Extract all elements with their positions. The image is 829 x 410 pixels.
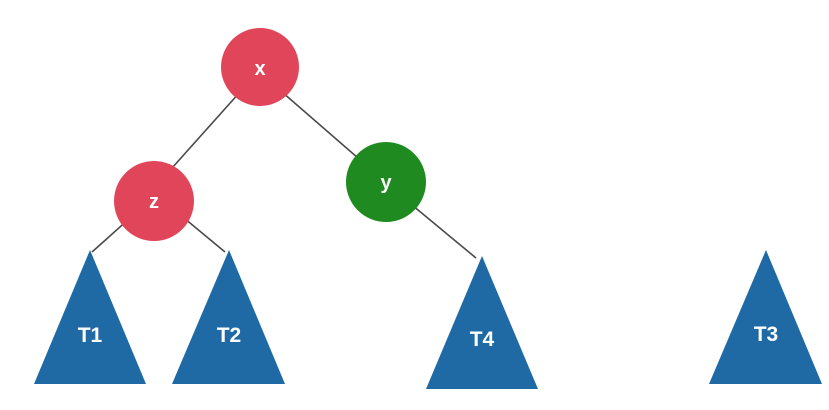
node-x: x [221, 28, 299, 106]
subtree-t3: T3 [709, 250, 822, 384]
edge-y-t4 [411, 204, 477, 259]
node-z-circle [114, 161, 194, 241]
node-z-label: z [149, 191, 159, 213]
subtree-t1-label: T1 [78, 324, 103, 347]
node-y-label: y [380, 172, 392, 194]
subtree-t1-triangle [34, 250, 146, 384]
subtree-t2-label: T2 [217, 324, 242, 347]
subtree-t4-triangle [426, 256, 538, 389]
subtrees-layer: T1 T2 T4 T3 [34, 250, 822, 389]
nodes-layer: x z y [114, 28, 426, 241]
edge-x-z [171, 91, 241, 169]
edge-x-y [281, 91, 359, 159]
node-x-circle [221, 28, 299, 106]
edge-z-t2 [183, 217, 226, 253]
subtree-t4: T4 [426, 256, 538, 389]
subtree-t1: T1 [34, 250, 146, 384]
subtree-t4-label: T4 [470, 328, 495, 351]
subtree-t3-label: T3 [754, 323, 779, 346]
node-y-circle [346, 142, 426, 222]
subtree-t2: T2 [172, 250, 285, 384]
node-x-label: x [254, 58, 265, 80]
subtree-t3-triangle [709, 250, 822, 384]
node-y: y [346, 142, 426, 222]
node-z: z [114, 161, 194, 241]
subtree-t2-triangle [172, 250, 285, 384]
